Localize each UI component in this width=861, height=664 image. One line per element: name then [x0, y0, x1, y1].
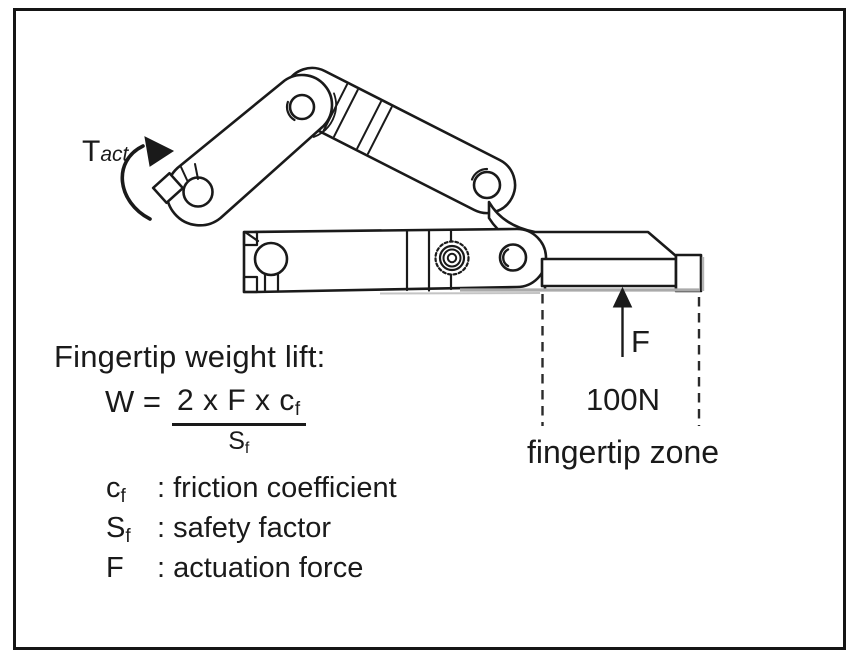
force-arrow-icon — [612, 286, 633, 357]
crank-link — [151, 73, 334, 227]
finger-pivot-hole — [498, 243, 528, 272]
crank-jaw — [151, 171, 185, 205]
force-value: 100N — [585, 382, 661, 417]
formula-lhs: W = — [105, 384, 161, 419]
crank-top-hole — [288, 93, 316, 121]
legend-description: : actuation force — [157, 552, 364, 584]
legend-row-force: F : actuation force — [106, 552, 397, 593]
finger-body-link — [242, 227, 548, 294]
coupler-pivot-hole — [470, 167, 502, 200]
formula-numerator: 2 x F x cf — [171, 384, 306, 426]
crank-keyhole — [182, 176, 214, 208]
coupler-link — [282, 66, 517, 215]
bolt-icon — [434, 240, 470, 276]
formula-legend: cf : friction coefficient Sf : safety fa… — [106, 472, 397, 593]
legend-description: : friction coefficient — [157, 472, 397, 504]
shadow-lines — [379, 257, 705, 295]
torque-symbol: T — [82, 135, 101, 168]
torque-label: Tact — [82, 135, 129, 168]
legend-symbol: Sf — [106, 512, 131, 547]
force-arrow-label: F — [631, 324, 650, 359]
formula-denominator: Sf — [228, 426, 250, 457]
legend-row-safety: Sf : safety factor — [106, 512, 397, 553]
numerator-subscript: f — [294, 399, 301, 420]
torque-subscript: act — [100, 143, 129, 166]
knuckle-hole — [253, 241, 289, 277]
formula-heading: Fingertip weight lift: — [54, 339, 326, 374]
legend-symbol: F — [106, 552, 124, 584]
fingertip-zone-label: fingertip zone — [526, 434, 720, 470]
figure-border — [13, 8, 846, 650]
fingertip-zone-dashed-lines — [541, 294, 701, 426]
legend-row-friction: cf : friction coefficient — [106, 472, 397, 513]
formula: W = 2 x F x cf Sf — [105, 384, 306, 457]
torque-arrow-icon — [120, 136, 175, 221]
formula-fraction: 2 x F x cf Sf — [171, 384, 306, 457]
legend-symbol: cf — [106, 472, 126, 507]
fingertip-plate — [540, 253, 703, 293]
denominator-subscript: f — [244, 439, 250, 457]
legend-description: : safety factor — [157, 512, 332, 544]
